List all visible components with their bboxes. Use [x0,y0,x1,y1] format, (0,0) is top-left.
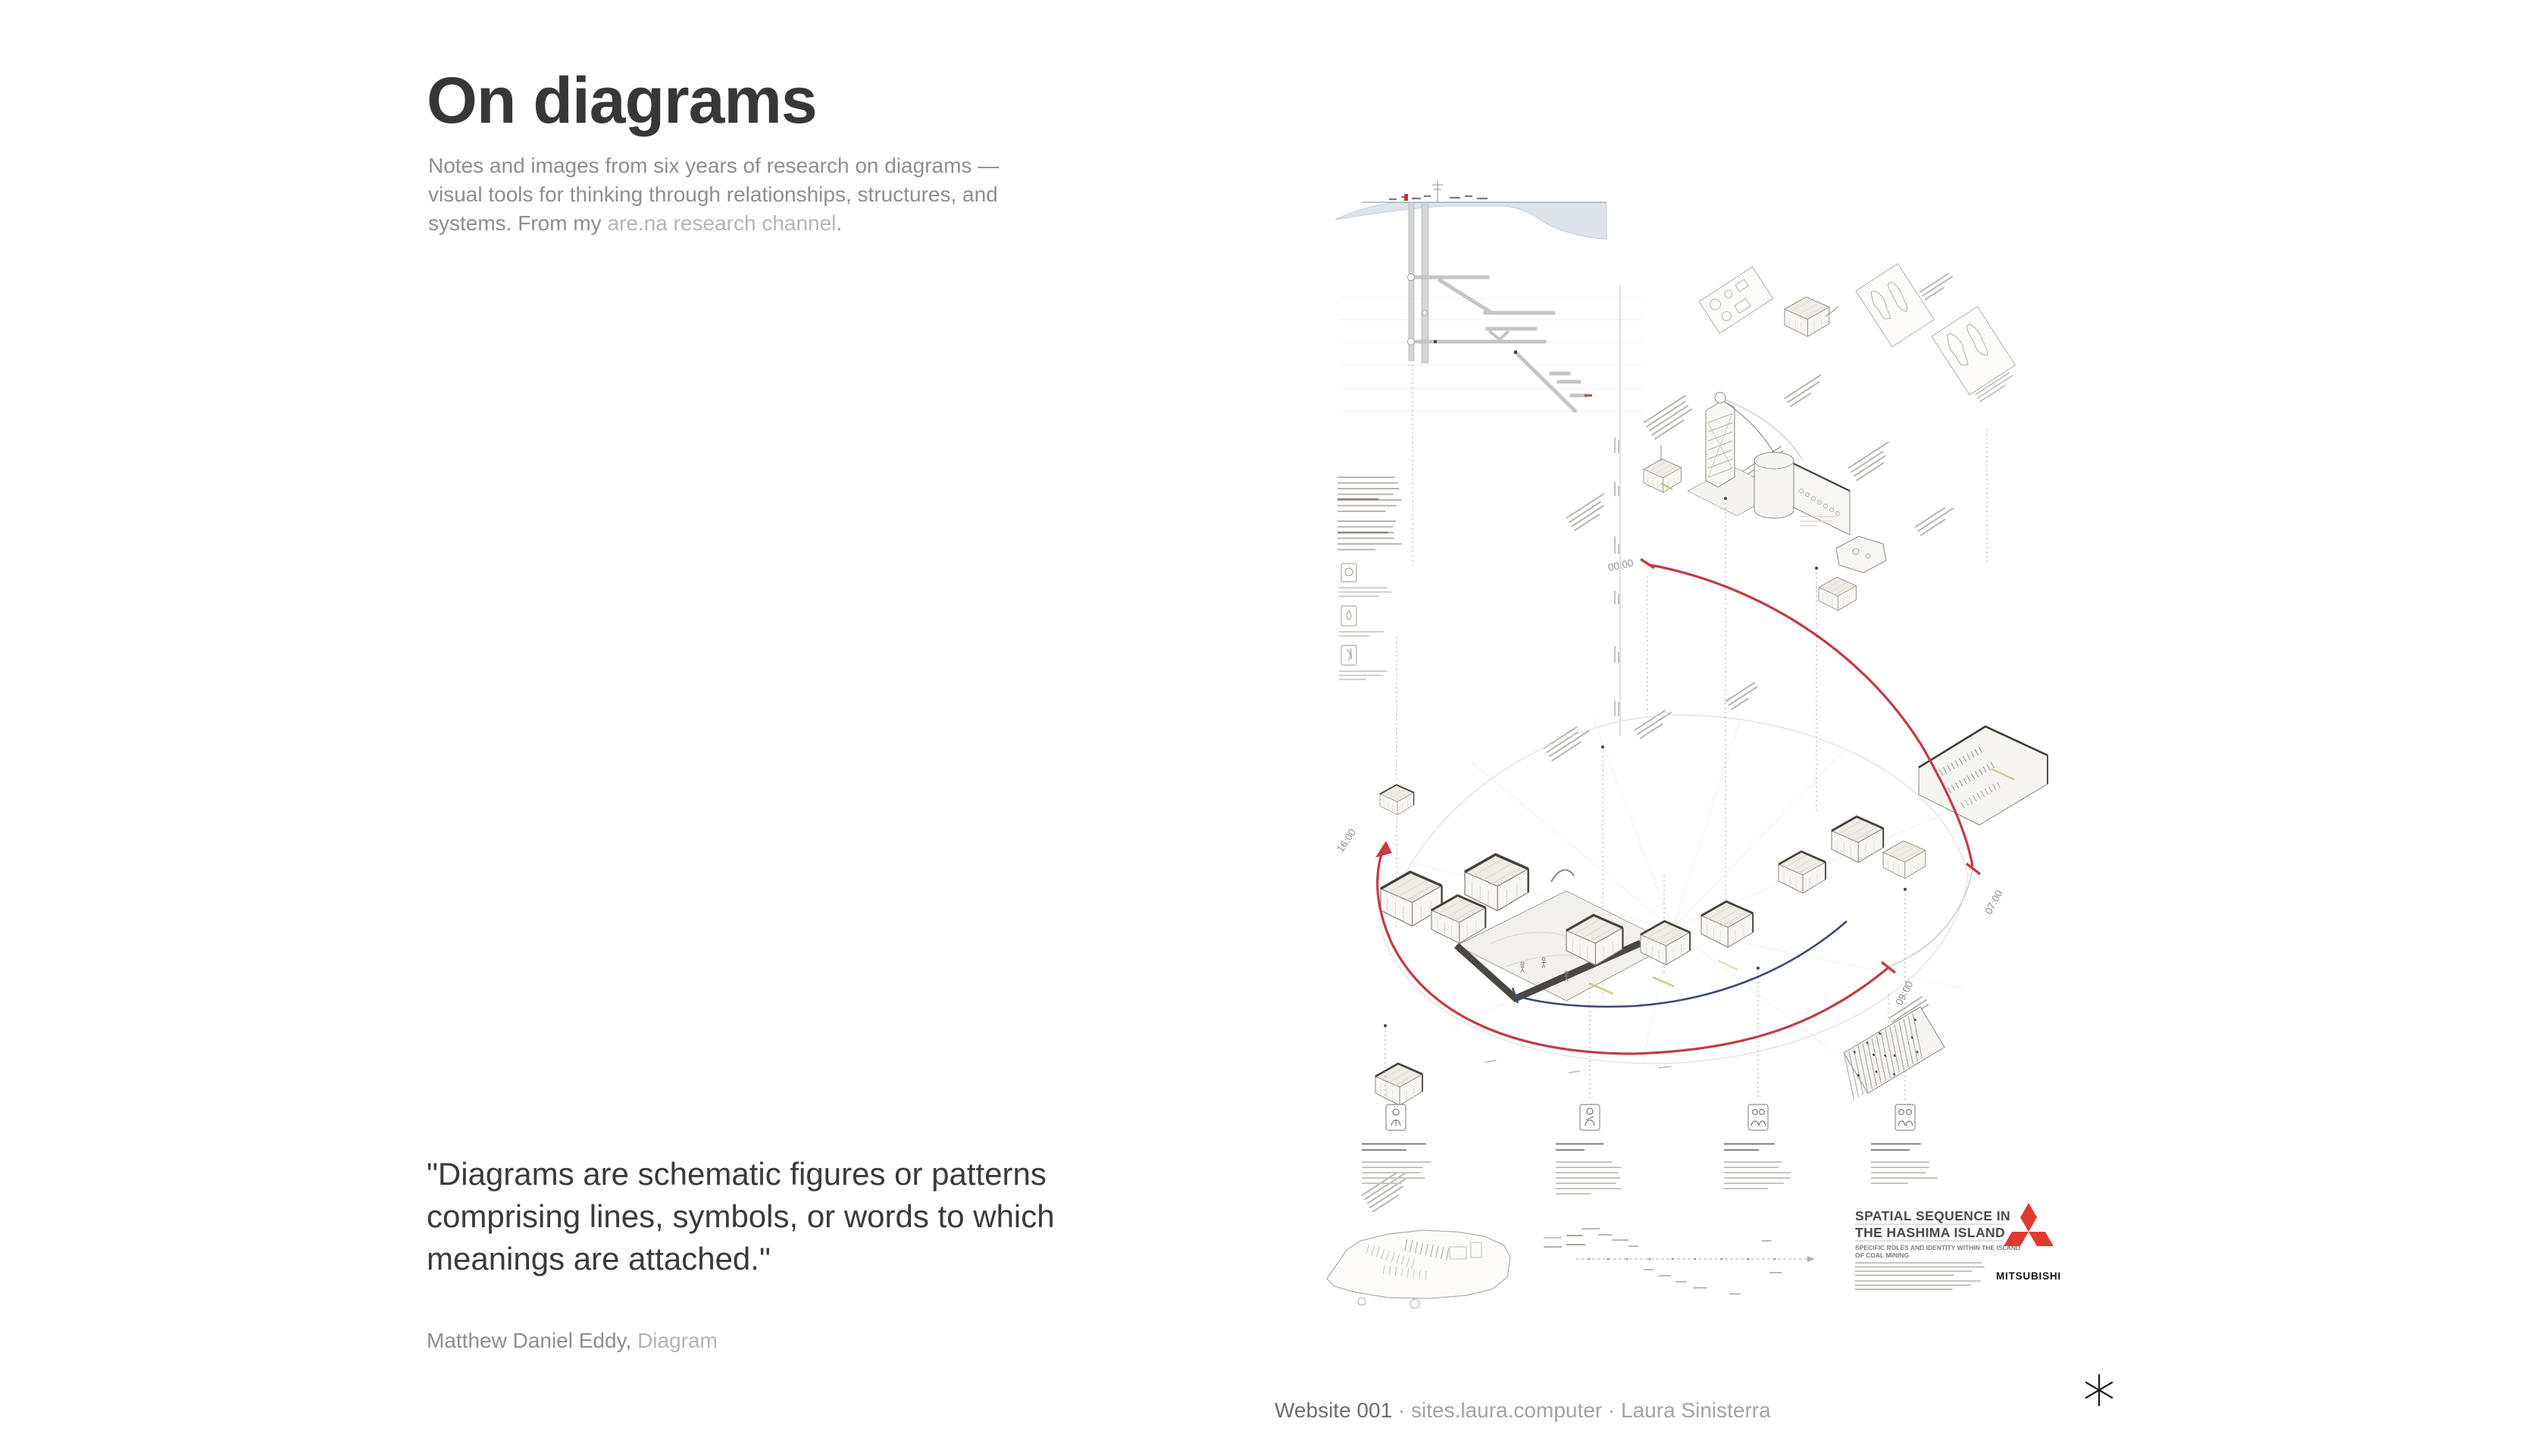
footer-credit: Website 001 · sites.laura.computer · Lau… [1275,1398,1771,1423]
terrain-section [1334,180,1607,240]
mitsubishi-logo-icon [2004,1203,2054,1247]
time-label-left: 16:00 [1334,826,1358,854]
outlying-boxes [1375,296,1857,1105]
time-label-right: 07:00 [1982,889,2004,917]
red-landmark [1404,194,1408,201]
footer-site-label: Website 001 [1275,1398,1393,1422]
island-legend [1544,1235,1585,1248]
leader-dots [1384,497,1907,1027]
courtyard-cluster [1381,855,1674,1003]
left-annotation-block [1338,476,1402,680]
icon-tile-row [1362,1104,1938,1195]
footer-separator: · [1397,1398,1406,1422]
artwork-title-line2: THE HASHIMA ISLAND [1855,1225,2005,1240]
hashima-diagram: 00:00 07:00 09:00 16:00 [1326,180,2061,1309]
page-title: On diagrams [427,64,818,137]
hatched-slab [1843,1006,1945,1100]
quote-source-link[interactable]: Diagram [637,1329,718,1352]
person-resting-icon [1747,1104,1769,1131]
machine-sheet-panel [1698,266,1774,334]
quote-attribution: Matthew Daniel Eddy, Diagram [427,1329,718,1353]
figure-sketch-panel [1931,306,2016,403]
depth-scale [1614,285,1621,736]
intro-suffix: . [836,211,843,235]
artwork-subtitle-line2: OF COAL MINING [1855,1251,1910,1259]
title-block: SPATIAL SEQUENCE IN THE HASHIMA ISLAND S… [1855,1203,2061,1290]
person-standing-icon [1385,1104,1406,1131]
person-working-icon [1579,1104,1600,1131]
time-label-start: 00:00 [1607,557,1635,573]
mitsubishi-logo-text: MITSUBISHI [1996,1270,2061,1282]
intro-text: Notes and images from six years of resea… [428,154,1000,235]
cycle-arcs [1375,558,1982,1055]
asterisk-icon[interactable] [2083,1373,2115,1408]
quote-author: Matthew Daniel Eddy, [427,1329,632,1352]
timeline [1576,1228,1815,1295]
cycle-box-row [1566,817,1926,995]
artwork-title-line1: SPATIAL SEQUENCE IN [1855,1208,2010,1223]
figure-sketch-panel [1855,263,1935,348]
artwork-subtitle-line1: SPECIFIC ROLES AND IDENTITY WITHIN THE I… [1855,1244,2020,1251]
arena-channel-link[interactable]: are.na research channel [607,211,837,235]
hex-platform [1835,536,1887,573]
hashima-diagram-image: 00:00 07:00 09:00 16:00 [1316,171,2120,1315]
mine-shafts-section [1339,202,1642,414]
quote-text: "Diagrams are schematic figures or patte… [427,1156,1055,1276]
intro-paragraph: Notes and images from six years of resea… [428,152,1018,238]
two-people-icon [1894,1104,1916,1131]
silo-hall [1754,451,1851,536]
footer-author-link[interactable]: Laura Sinisterra [1621,1398,1771,1422]
island-plan [1326,1229,1511,1309]
footer-separator: · [1607,1398,1616,1422]
footer-domain-link[interactable]: sites.laura.computer [1411,1398,1603,1422]
